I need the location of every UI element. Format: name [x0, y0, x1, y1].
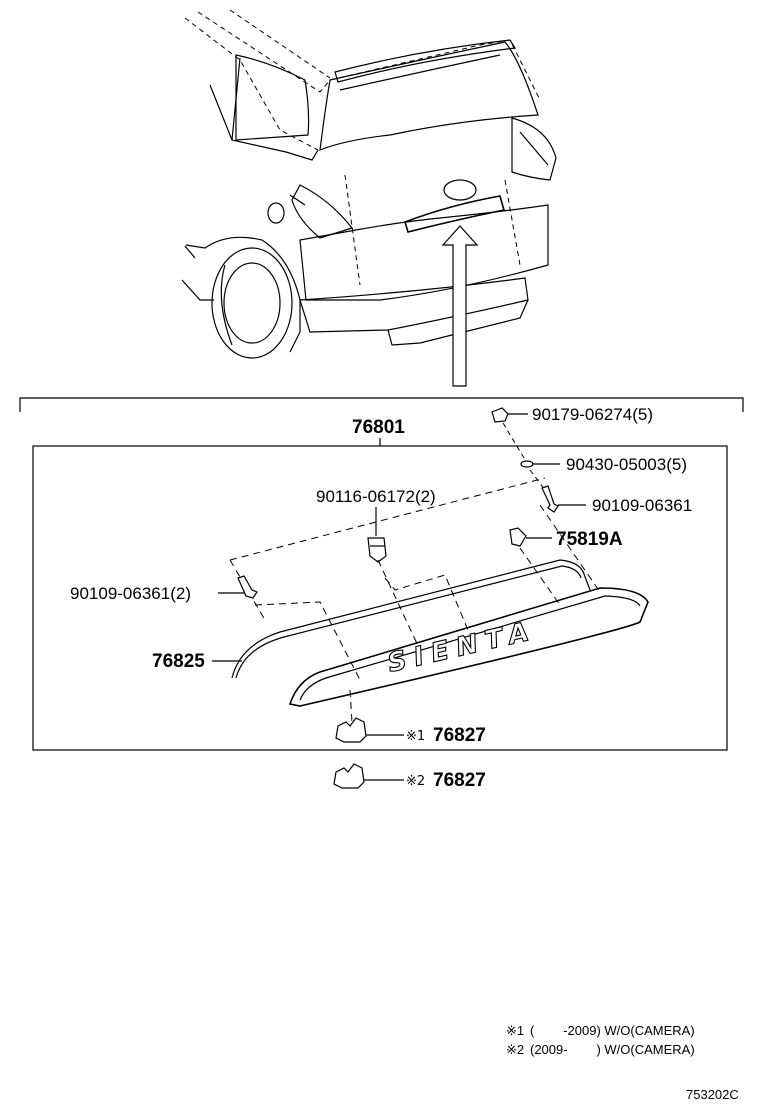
- moulding-strip: 76825: [152, 559, 591, 679]
- cover-1-marker: ※1: [406, 729, 425, 744]
- screw-left-part-number: 90109-06361(2): [70, 584, 191, 603]
- back-door-garnish: SIENTA: [288, 587, 649, 707]
- clip-part: 90179-06274(5): [491, 405, 653, 424]
- footnote-1-marker: ※1: [506, 1023, 524, 1038]
- emblem-part: 75819A: [509, 527, 623, 550]
- garnish-emblem-text: SIENTA: [385, 615, 540, 678]
- bolt-center-part-number: 90116-06172(2): [316, 487, 436, 506]
- group-bracket: [19, 397, 744, 412]
- moulding-part-number: 76825: [152, 651, 205, 672]
- screw-left-part: 90109-06361(2): [70, 575, 258, 603]
- nut-part: 90430-05003(5): [520, 455, 687, 474]
- cover-part-1: ※1 76827: [335, 717, 486, 746]
- screw-right-part: 90109-06361: [541, 485, 692, 515]
- cover-2-marker: ※2: [406, 774, 425, 789]
- footnote-2-text: (2009- ) W/O(CAMERA): [530, 1042, 695, 1057]
- nut-part-number: 90430-05003(5): [566, 455, 687, 474]
- vehicle-rear-illustration: [181, 9, 557, 387]
- cover-2-part-number: 76827: [433, 770, 486, 791]
- footnote-1-text: ( -2009) W/O(CAMERA): [530, 1023, 695, 1038]
- footnotes: ※1 ( -2009) W/O(CAMERA) ※2 (2009- ) W/O(…: [506, 1023, 695, 1057]
- screw-right-part-number: 90109-06361: [592, 496, 692, 515]
- diagram-code: 753202C: [686, 1087, 739, 1102]
- clip-part-number: 90179-06274(5): [532, 405, 653, 424]
- cover-1-part-number: 76827: [433, 725, 486, 746]
- cover-part-2: ※2 76827: [333, 763, 486, 791]
- emblem-part-number: 75819A: [556, 529, 623, 550]
- bolt-center-part: 90116-06172(2): [316, 487, 436, 563]
- assembly-part-number: 76801: [352, 417, 405, 438]
- footnote-2-marker: ※2: [506, 1042, 524, 1057]
